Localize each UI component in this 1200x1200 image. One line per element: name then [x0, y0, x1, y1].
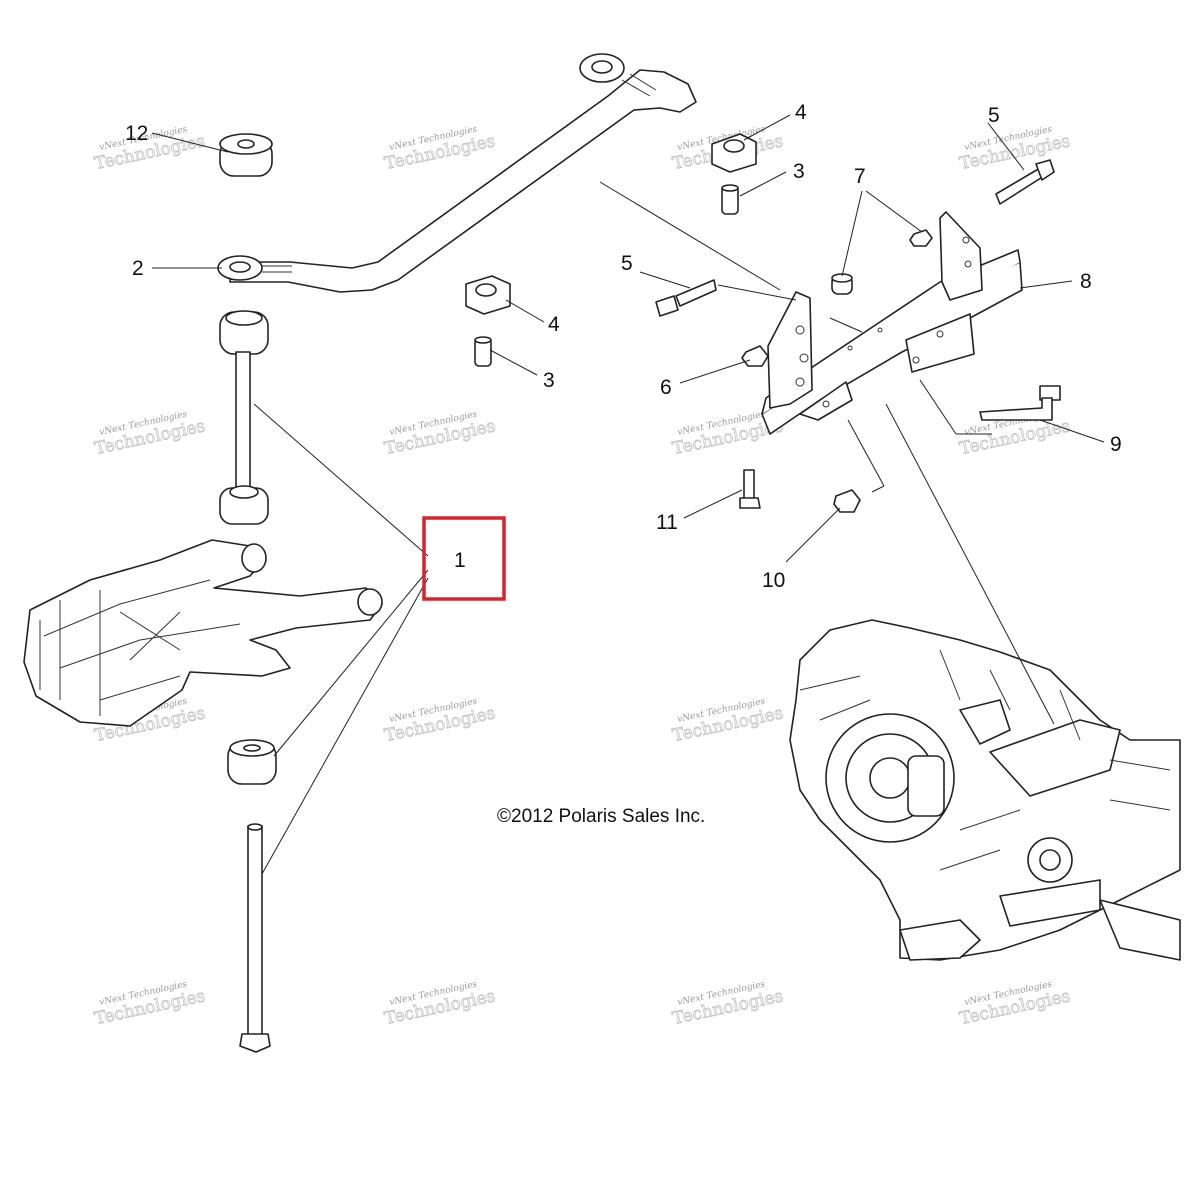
- transmission-assembly: [789, 619, 1181, 961]
- callout-5-upper[interactable]: 5: [988, 104, 1000, 127]
- highlight-box: [422, 516, 506, 601]
- bolt-5-upper[interactable]: [995, 159, 1055, 205]
- bar-bushing-clamp-upper[interactable]: [711, 133, 757, 173]
- leader-lines: [151, 114, 1105, 875]
- long-bolt[interactable]: [239, 823, 271, 1053]
- bar-sleeve-lower[interactable]: [474, 336, 492, 367]
- bushing-bottom[interactable]: [227, 739, 277, 785]
- callouts: 12 2 4 3 5 7 5 8 4 3 6 9 11 10 1: [125, 101, 1122, 592]
- callout-7[interactable]: 7: [854, 165, 866, 188]
- callout-9[interactable]: 9: [1110, 433, 1122, 456]
- callout-5-lower[interactable]: 5: [621, 252, 633, 275]
- bar-bushing-clamp-lower[interactable]: [465, 275, 511, 315]
- nut-6[interactable]: [741, 345, 769, 367]
- callout-6[interactable]: 6: [660, 376, 672, 399]
- bolt-5-lower[interactable]: [655, 279, 717, 317]
- copyright-text: ©2012 Polaris Sales Inc.: [497, 806, 705, 827]
- bushing-top[interactable]: [219, 133, 273, 177]
- callout-3-lower[interactable]: 3: [543, 369, 555, 392]
- callout-12[interactable]: 12: [125, 122, 148, 145]
- callout-10[interactable]: 10: [762, 569, 785, 592]
- control-arm: [23, 539, 383, 727]
- callout-8[interactable]: 8: [1080, 270, 1092, 293]
- callout-4-upper[interactable]: 4: [795, 101, 807, 124]
- nut-10[interactable]: [833, 489, 861, 513]
- callout-11[interactable]: 11: [656, 511, 678, 534]
- crossmember-bracket[interactable]: [761, 211, 1023, 435]
- bolt-11[interactable]: [739, 469, 761, 509]
- stabilizer-link[interactable]: [219, 310, 269, 525]
- callout-3-upper[interactable]: 3: [793, 160, 805, 183]
- callout-4-lower[interactable]: 4: [548, 313, 560, 336]
- callout-1[interactable]: 1: [454, 549, 466, 572]
- bushing-7-lower[interactable]: [831, 273, 853, 295]
- callout-2[interactable]: 2: [132, 257, 144, 280]
- nut-7-upper[interactable]: [909, 229, 933, 247]
- bolt-9[interactable]: [979, 385, 1061, 421]
- stabilizer-bar[interactable]: [217, 53, 697, 293]
- bar-sleeve-upper[interactable]: [721, 184, 739, 215]
